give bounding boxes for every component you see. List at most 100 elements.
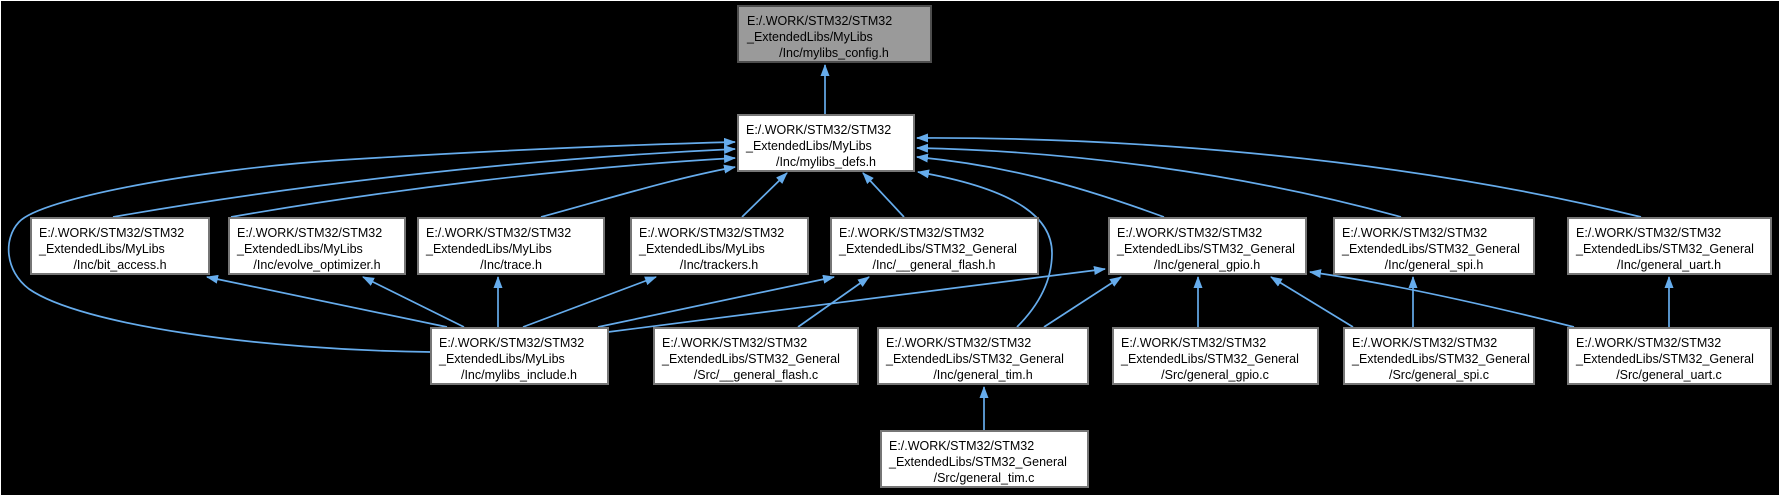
node-label-line: E:/.WORK/STM32/STM32 — [886, 336, 1031, 350]
node-label-line: E:/.WORK/STM32/STM32 — [1121, 336, 1266, 350]
node-label-line: /Inc/general_uart.h — [1617, 258, 1721, 272]
node-label-line: _ExtendedLibs/STM32_General — [1341, 242, 1520, 256]
node-label-line: /Inc/mylibs_defs.h — [776, 155, 876, 169]
node-label-line: E:/.WORK/STM32/STM32 — [662, 336, 807, 350]
node-general-tim-h[interactable]: E:/.WORK/STM32/STM32 _ExtendedLibs/STM32… — [877, 327, 1089, 385]
node-label-line: _ExtendedLibs/STM32_General — [885, 352, 1064, 366]
node-label-line: /Src/general_spi.c — [1389, 368, 1489, 382]
node-label-line: _ExtendedLibs/MyLibs — [425, 242, 552, 256]
node-general-gpio-c[interactable]: E:/.WORK/STM32/STM32 _ExtendedLibs/STM32… — [1112, 327, 1319, 385]
node-general-uart-h[interactable]: E:/.WORK/STM32/STM32 _ExtendedLibs/STM32… — [1567, 217, 1772, 275]
node-box — [1567, 327, 1772, 385]
node-evolve-optimizer-h[interactable]: E:/.WORK/STM32/STM32 _ExtendedLibs/MyLib… — [228, 217, 406, 275]
node-box — [430, 327, 609, 385]
node-label-line: /Inc/general_gpio.h — [1154, 258, 1260, 272]
edge-trackers-to-mylibs-defs — [741, 172, 788, 218]
edge-general-uart-h-to-mylibs-defs — [916, 133, 1642, 218]
node-general-flash-c[interactable]: E:/.WORK/STM32/STM32 _ExtendedLibs/STM32… — [653, 327, 859, 385]
node-general-spi-c[interactable]: E:/.WORK/STM32/STM32 _ExtendedLibs/STM32… — [1343, 327, 1535, 385]
node-label-line: /Inc/bit_access.h — [73, 258, 166, 272]
node-label-line: /Inc/trace.h — [480, 258, 542, 272]
node-label-line: /Src/general_uart.c — [1616, 368, 1722, 382]
node-trace-h[interactable]: E:/.WORK/STM32/STM32 _ExtendedLibs/MyLib… — [417, 217, 605, 275]
node-label-line: E:/.WORK/STM32/STM32 — [839, 226, 984, 240]
edge-general-gpio-h-to-mylibs-defs — [916, 153, 1165, 218]
node-label-line: /Inc/general_tim.h — [933, 368, 1032, 382]
edge-trace-to-mylibs-defs — [540, 164, 736, 218]
node-label-line: _ExtendedLibs/MyLibs — [236, 242, 363, 256]
node-bit-access-h[interactable]: E:/.WORK/STM32/STM32 _ExtendedLibs/MyLib… — [30, 217, 210, 275]
node-general-flash-h[interactable]: E:/.WORK/STM32/STM32 _ExtendedLibs/STM32… — [830, 217, 1039, 275]
node-label-line: _ExtendedLibs/STM32_General — [1575, 242, 1754, 256]
node-label-line: /Src/__general_flash.c — [694, 368, 818, 382]
node-label-line: E:/.WORK/STM32/STM32 — [746, 123, 891, 137]
node-label-line: _ExtendedLibs/STM32_General — [1116, 242, 1295, 256]
node-box — [417, 217, 605, 275]
node-box — [877, 327, 1089, 385]
edge-general-spi-c-to-general-gpio-h — [1270, 276, 1354, 328]
node-box — [737, 5, 932, 63]
node-label-line: /Inc/evolve_optimizer.h — [253, 258, 380, 272]
node-label-line: E:/.WORK/STM32/STM32 — [747, 14, 892, 28]
node-label-line: _ExtendedLibs/MyLibs — [438, 352, 565, 366]
edge-general-tim-h-to-mylibs-defs — [917, 169, 1053, 328]
edge-mylibs-include-to-evolve-optimizer — [362, 276, 465, 328]
nodes: E:/.WORK/STM32/STM32 _ExtendedLibs/MyLib… — [30, 5, 1772, 488]
node-label-line: _ExtendedLibs/STM32_General — [1120, 352, 1299, 366]
node-general-tim-c[interactable]: E:/.WORK/STM32/STM32 _ExtendedLibs/STM32… — [880, 430, 1089, 488]
edge-general-flash-c-to-general-flash-h — [797, 276, 870, 328]
node-box — [830, 217, 1039, 275]
node-box — [1343, 327, 1535, 385]
node-label-line: _ExtendedLibs/STM32_General — [1575, 352, 1754, 366]
edge-mylibs-include-to-mylibs-defs — [7, 137, 736, 353]
node-label-line: E:/.WORK/STM32/STM32 — [1352, 336, 1497, 350]
node-mylibs-include-h[interactable]: E:/.WORK/STM32/STM32 _ExtendedLibs/MyLib… — [430, 327, 609, 385]
node-label-line: E:/.WORK/STM32/STM32 — [1342, 226, 1487, 240]
node-mylibs-config-h[interactable]: E:/.WORK/STM32/STM32 _ExtendedLibs/MyLib… — [737, 5, 932, 63]
node-label-line: E:/.WORK/STM32/STM32 — [1576, 226, 1721, 240]
node-label-line: E:/.WORK/STM32/STM32 — [1117, 226, 1262, 240]
node-label-line: _ExtendedLibs/MyLibs — [745, 139, 872, 153]
node-box — [737, 114, 915, 172]
node-label-line: _ExtendedLibs/MyLibs — [38, 242, 165, 256]
node-label-line: E:/.WORK/STM32/STM32 — [639, 226, 784, 240]
node-box — [30, 217, 210, 275]
node-trackers-h[interactable]: E:/.WORK/STM32/STM32 _ExtendedLibs/MyLib… — [630, 217, 809, 275]
node-label-line: _ExtendedLibs/STM32_General — [888, 455, 1067, 469]
node-box — [1567, 217, 1772, 275]
node-label-line: /Src/general_gpio.c — [1161, 368, 1269, 382]
node-label-line: _ExtendedLibs/STM32_General — [661, 352, 840, 366]
edges — [7, 64, 1674, 430]
node-box — [228, 217, 406, 275]
node-label-line: E:/.WORK/STM32/STM32 — [39, 226, 184, 240]
node-label-line: /Inc/__general_flash.h — [872, 258, 995, 272]
node-label-line: E:/.WORK/STM32/STM32 — [237, 226, 382, 240]
edge-evolve-optimizer-to-mylibs-defs — [230, 154, 736, 218]
edge-general-spi-h-to-mylibs-defs — [916, 143, 1402, 218]
edge-mylibs-include-to-trackers — [522, 276, 657, 328]
node-box — [653, 327, 859, 385]
edge-mylibs-include-to-general-flash-h — [597, 274, 835, 328]
edge-bit-access-to-mylibs-defs — [112, 145, 736, 218]
node-general-uart-c[interactable]: E:/.WORK/STM32/STM32 _ExtendedLibs/STM32… — [1567, 327, 1772, 385]
node-label-line: /Inc/mylibs_config.h — [779, 46, 889, 60]
node-box — [1112, 327, 1319, 385]
edge-general-flash-h-to-mylibs-defs — [862, 172, 905, 218]
node-label-line: E:/.WORK/STM32/STM32 — [439, 336, 584, 350]
node-label-line: E:/.WORK/STM32/STM32 — [1576, 336, 1721, 350]
node-label-line: /Src/general_tim.c — [934, 471, 1035, 485]
edge-mylibs-include-to-bit-access — [206, 274, 448, 328]
node-mylibs-defs-h[interactable]: E:/.WORK/STM32/STM32 _ExtendedLibs/MyLib… — [737, 114, 915, 172]
node-general-gpio-h[interactable]: E:/.WORK/STM32/STM32 _ExtendedLibs/STM32… — [1108, 217, 1307, 275]
node-label-line: E:/.WORK/STM32/STM32 — [889, 439, 1034, 453]
edge-general-uart-c-to-general-gpio-h — [1309, 269, 1575, 328]
node-label-line: _ExtendedLibs/MyLibs — [746, 30, 873, 44]
node-box — [630, 217, 809, 275]
node-label-line: _ExtendedLibs/MyLibs — [638, 242, 765, 256]
node-general-spi-h[interactable]: E:/.WORK/STM32/STM32 _ExtendedLibs/STM32… — [1333, 217, 1535, 275]
node-label-line: /Inc/trackers.h — [680, 258, 759, 272]
node-label-line: E:/.WORK/STM32/STM32 — [426, 226, 571, 240]
node-box — [1333, 217, 1535, 275]
